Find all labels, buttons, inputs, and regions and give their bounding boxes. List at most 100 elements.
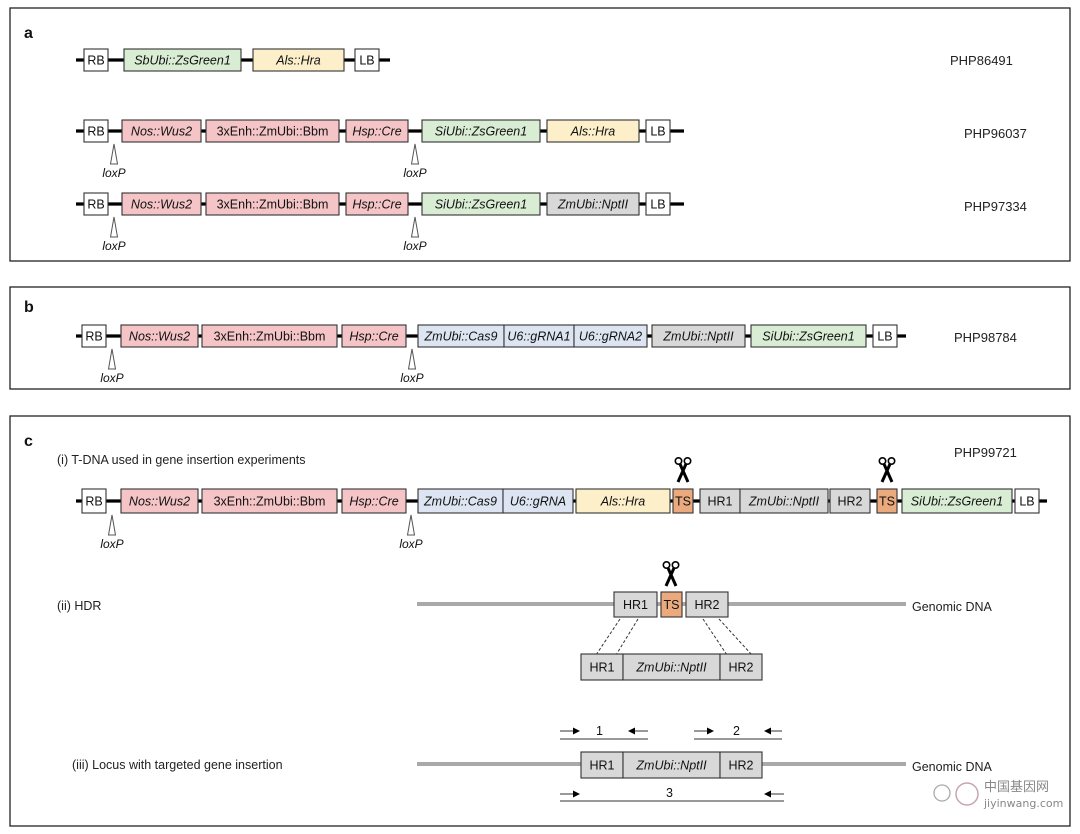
plasmid-name: PHP97334 [964, 199, 1027, 214]
label-rb: RB [85, 330, 102, 344]
primer-1r-arrowhead [628, 727, 635, 735]
label-rb: RB [87, 125, 104, 139]
box-hr2 [685, 591, 729, 618]
panel-c-letter: c [24, 433, 33, 450]
label-zmubi-nptii: ZmUbi::NptII [635, 759, 707, 773]
box-lb [645, 119, 671, 143]
loxp-triangle-icon [109, 216, 119, 238]
loxp-triangle-icon [107, 348, 117, 370]
box-zmubi-cas9 [417, 488, 504, 514]
label-lb: LB [1019, 495, 1034, 509]
genomic-dna-label: Genomic DNA [912, 760, 993, 774]
construct-php98784: RB Nos::Wus2 3xEnh::ZmUbi::Bbm Hsp::Cre ZmUb… [76, 324, 906, 385]
label-hr1: HR1 [589, 759, 614, 773]
scissors-icon [661, 560, 681, 588]
homology-link [718, 618, 753, 656]
label-nos-wus2: Nos::Wus2 [131, 198, 192, 212]
label-hsp-cre: Hsp::Cre [349, 330, 398, 344]
primer-2r-arrowhead [764, 727, 771, 735]
box-hsp-cre [345, 192, 409, 216]
dna-logo-icon [955, 782, 979, 806]
box-lb [354, 48, 380, 72]
label-lb: LB [650, 125, 665, 139]
panel-a-frame [9, 7, 1071, 262]
label-lb: LB [650, 198, 665, 212]
panel-c-frame [9, 415, 1071, 827]
label-siubi-zsgreen1: SiUbi::ZsGreen1 [911, 495, 1003, 509]
box-rb [83, 119, 109, 143]
label-siubi-zsgreen1: SiUbi::ZsGreen1 [435, 125, 527, 139]
box-nos-wus2 [120, 324, 199, 348]
label-hsp-cre: Hsp::Cre [352, 125, 401, 139]
plasmid-name: PHP99721 [954, 445, 1017, 460]
genomic-dna-label: Genomic DNA [912, 600, 993, 614]
box-ts [660, 591, 683, 618]
label-hsp-cre: Hsp::Cre [352, 198, 401, 212]
label-3xenh-zmubi-bbm: 3xEnh::ZmUbi::Bbm [217, 125, 329, 139]
plasmid-name: PHP86491 [950, 53, 1013, 68]
box-3xenh-zmubi-bbm [201, 488, 338, 514]
loxp-label: loxP [100, 371, 123, 385]
watermark-url: jiyinwang.com [983, 797, 1063, 810]
label-als-hra: Als::Hra [275, 54, 321, 68]
loxp-triangle-icon [410, 216, 420, 238]
homology-link [595, 618, 621, 656]
construct-php97334: RB Nos::Wus2 3xEnh::ZmUbi::Bbm Hsp::Cre SiUb… [76, 192, 684, 253]
loxp-triangle-icon [109, 143, 119, 165]
label-ts: TS [879, 495, 895, 509]
primer-2f-arrowhead [707, 727, 714, 735]
label-nos-wus2: Nos::Wus2 [131, 125, 192, 139]
loxp-triangle-icon [406, 514, 416, 536]
label-nos-wus2: Nos::Wus2 [129, 495, 190, 509]
box-zmubi-nptii [622, 751, 721, 779]
subpanel-iii-label: (iii) Locus with targeted gene insertion [72, 758, 283, 772]
box-hr1 [699, 488, 741, 514]
panel-b-letter: b [24, 299, 34, 316]
construct-php96037: RB Nos::Wus2 3xEnh::ZmUbi::Bbm Hsp::Cre SiUb… [76, 119, 684, 180]
box-lb [645, 192, 671, 216]
box-als-hra [252, 48, 345, 72]
label-hr2: HR2 [728, 661, 753, 675]
loxp-triangle-icon [407, 348, 417, 370]
subpanel-ii-label: (ii) HDR [57, 599, 101, 613]
box-hsp-cre [345, 119, 409, 143]
label-u6-grna: U6::gRNA [510, 495, 566, 509]
label-hsp-cre: Hsp::Cre [349, 495, 398, 509]
wechat-icon [933, 784, 951, 802]
box-hr1 [613, 591, 658, 618]
label-hr1: HR1 [707, 495, 732, 509]
label-nos-wus2: Nos::Wus2 [129, 330, 190, 344]
label-3xenh-zmubi-bbm: 3xEnh::ZmUbi::Bbm [214, 330, 326, 344]
box-u6-grna [502, 488, 574, 514]
box-lb [1014, 488, 1040, 514]
label-u6-grna1: U6::gRNA1 [507, 330, 570, 344]
label-rb: RB [87, 54, 104, 68]
label-hr2: HR2 [728, 759, 753, 773]
primer-3f-arrowhead [573, 790, 580, 798]
panel-a-letter: a [24, 25, 33, 42]
box-zmubi-nptii [739, 488, 829, 514]
label-3xenh-zmubi-bbm: 3xEnh::ZmUbi::Bbm [214, 495, 326, 509]
label-zmubi-nptii: ZmUbi::NptII [662, 330, 734, 344]
scissors-icon [673, 456, 693, 484]
label-als-hra: Als::Hra [600, 495, 646, 509]
box-siubi-zsgreen1 [421, 192, 541, 216]
box-siubi-zsgreen1 [750, 324, 867, 348]
label-rb: RB [87, 198, 104, 212]
label-zmubi-nptii: ZmUbi::NptII [748, 495, 820, 509]
box-hr2 [719, 751, 763, 779]
label-3xenh-zmubi-bbm: 3xEnh::ZmUbi::Bbm [217, 198, 329, 212]
watermark-site: 中国基因网 [984, 780, 1049, 795]
label-hr1: HR1 [623, 598, 648, 612]
amplicon-3-label: 3 [666, 786, 673, 800]
label-siubi-zsgreen1: SiUbi::ZsGreen1 [435, 198, 527, 212]
loxp-label: loxP [100, 537, 123, 551]
box-rb [83, 48, 109, 72]
box-siubi-zsgreen1 [901, 488, 1013, 514]
